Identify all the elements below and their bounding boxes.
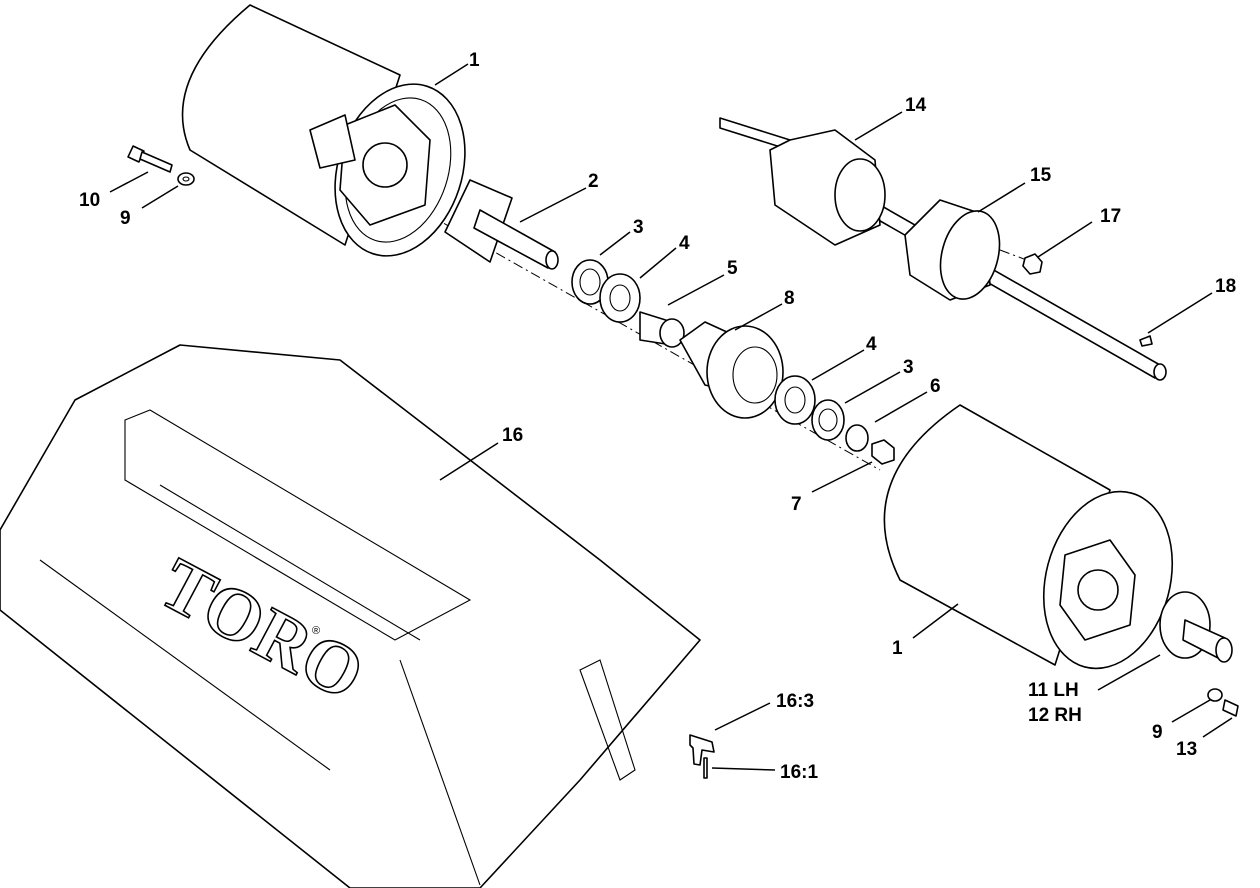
- leader-9-right: [1171, 699, 1211, 723]
- bolt-13: [1222, 699, 1239, 717]
- catcher-top-opening: [124, 409, 472, 641]
- callout-16-3: 16:3: [776, 691, 814, 712]
- end-flange-threaded-tip: [1215, 637, 1233, 663]
- callout-4-a: 4: [679, 233, 690, 254]
- flange-shaft-2-tip: [545, 250, 559, 270]
- callout-1-top: 1: [469, 50, 480, 71]
- bolt-10-shank: [139, 151, 173, 173]
- flange-shaft-2-shaft: [473, 209, 556, 269]
- seal-3-bottom-hole: [818, 408, 838, 432]
- callout-2: 2: [588, 171, 599, 192]
- callout-12-rh: 12 RH: [1028, 705, 1082, 726]
- leader-3-b: [844, 371, 901, 404]
- roller-bottom: [883, 404, 1174, 670]
- roller-bottom-hub-bore: [1077, 569, 1119, 611]
- callout-1-bottom: 1: [892, 638, 903, 659]
- roller-top-shaft-end: [309, 114, 356, 169]
- toro-registered-mark: ®: [312, 625, 320, 637]
- leader-4-a: [639, 247, 677, 279]
- callout-3-a: 3: [633, 217, 644, 238]
- leader-1-top: [434, 63, 469, 86]
- leader-11-12: [1097, 654, 1161, 691]
- leader-1-bottom: [912, 603, 959, 639]
- pin-16-1: [703, 757, 708, 779]
- seal-3-bottom: [811, 399, 845, 441]
- end-flange-11-12: [1159, 591, 1233, 663]
- leader-8: [734, 303, 783, 331]
- leader-10: [109, 171, 149, 193]
- leader-3-a: [599, 231, 631, 256]
- housing-8: [679, 321, 784, 419]
- callout-9-left: 9: [120, 208, 131, 229]
- reel-shaft-assembly: [719, 117, 1167, 381]
- callout-10: 10: [79, 190, 100, 211]
- seal-3-top-hole: [579, 268, 601, 296]
- callout-4-b: 4: [866, 334, 877, 355]
- leader-16-3: [714, 702, 771, 731]
- leader-7: [811, 461, 873, 493]
- callout-18: 18: [1215, 276, 1236, 297]
- reel-shaft-tip: [1153, 363, 1167, 381]
- leader-lines: [109, 63, 1233, 771]
- catcher-top-rail: [159, 484, 421, 641]
- spacer-5-end: [659, 318, 685, 348]
- callout-15: 15: [1030, 165, 1052, 186]
- roller-top: [181, 4, 466, 257]
- callout-14: 14: [905, 95, 927, 116]
- bracket-16-3: [689, 734, 715, 766]
- callout-17: 17: [1100, 206, 1121, 227]
- nut-7: [871, 439, 895, 465]
- catcher-lower-edge: [39, 559, 331, 771]
- leader-13: [1202, 717, 1233, 738]
- callout-5: 5: [727, 258, 738, 279]
- callout-8: 8: [784, 288, 795, 309]
- leader-17: [1037, 221, 1093, 258]
- catcher-handle-slot: [579, 659, 636, 781]
- reel-hub-14-face: [834, 158, 886, 232]
- washer-9-left-hole: [182, 176, 190, 182]
- callout-11-lh: 11 LH: [1028, 680, 1079, 701]
- washer-9-right: [1207, 688, 1223, 702]
- leader-15: [977, 182, 1026, 213]
- catcher-body: [0, 344, 701, 888]
- grass-catcher-16: TORO ®: [0, 344, 701, 888]
- bearing-4-bottom: [774, 375, 816, 425]
- leader-16-1: [711, 767, 776, 771]
- leader-18: [1147, 292, 1213, 334]
- bearing-4-top-hole: [609, 284, 631, 312]
- washer-9-left: [177, 172, 195, 186]
- roller-top-hub-bore: [362, 142, 408, 188]
- callout-13: 13: [1176, 739, 1197, 760]
- leader-2: [519, 187, 587, 223]
- leader-5: [667, 274, 725, 306]
- key-18: [1139, 335, 1153, 347]
- catcher-edge-line: [399, 659, 481, 886]
- callout-6: 6: [930, 376, 941, 397]
- callout-3-b: 3: [903, 357, 914, 378]
- leader-4-b: [811, 349, 865, 381]
- leader-6: [874, 391, 928, 423]
- nut-17: [1022, 253, 1043, 275]
- bolt-10: [127, 145, 173, 173]
- housing-8-flange: [706, 325, 784, 419]
- callout-16: 16: [502, 425, 523, 446]
- washer-6: [845, 424, 869, 452]
- housing-8-bore: [732, 346, 778, 404]
- bearing-4-top: [599, 273, 641, 323]
- gear-15-face: [939, 210, 1001, 300]
- callout-7: 7: [791, 494, 802, 515]
- leader-16: [439, 442, 499, 481]
- callout-labels: 1 2 3 4 5 8 4 3 6 7 10 9 14 15 17 18 16 …: [79, 50, 1236, 783]
- leader-14: [854, 111, 903, 141]
- bearing-4-bottom-hole: [784, 386, 806, 414]
- leader-9-left: [141, 185, 179, 209]
- callout-16-1: 16:1: [780, 762, 818, 783]
- flange-shaft-2: [444, 179, 559, 270]
- callout-9-right: 9: [1152, 722, 1163, 743]
